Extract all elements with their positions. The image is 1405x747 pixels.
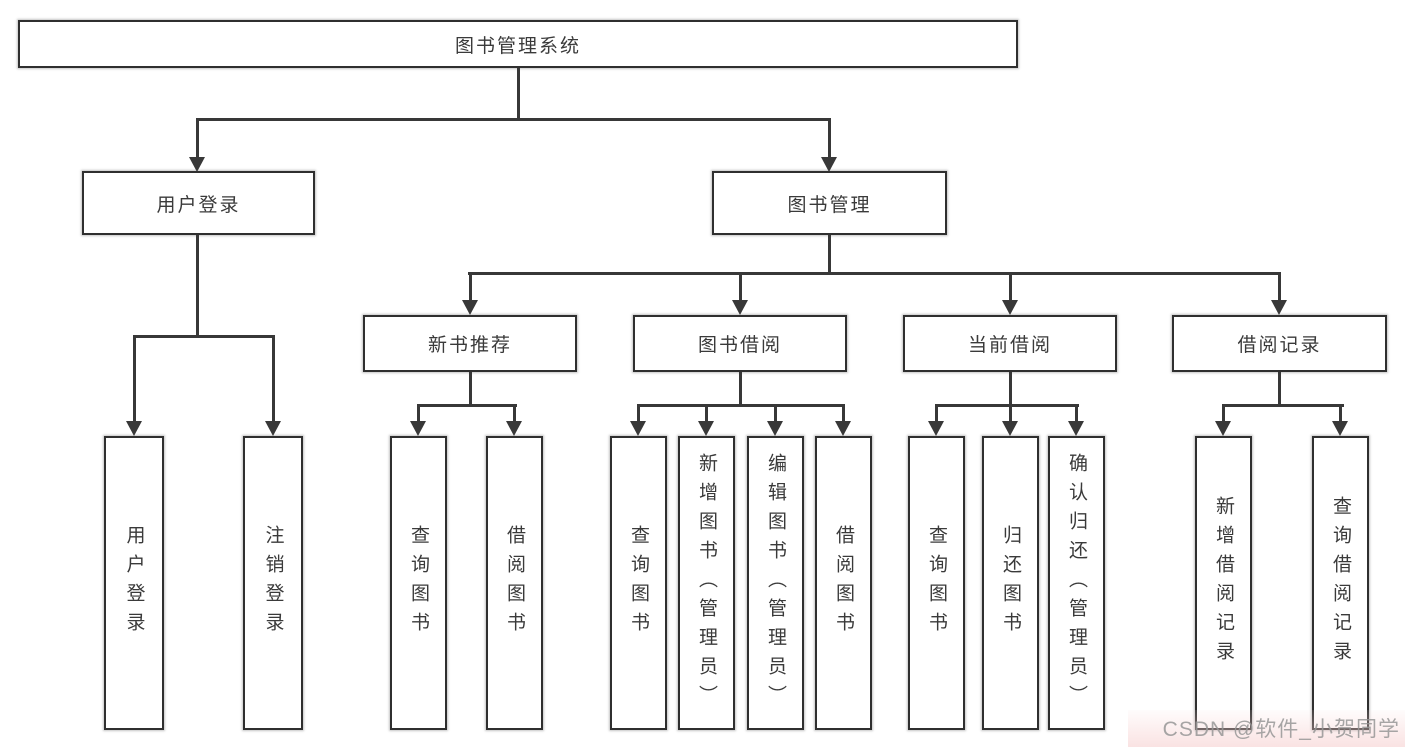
connector-drop: [705, 404, 708, 423]
arrow-down-icon: [265, 421, 281, 436]
arrow-down-icon: [462, 300, 478, 315]
connector-drop: [513, 404, 516, 423]
arrow-down-icon: [698, 421, 714, 436]
arrow-down-icon: [506, 421, 522, 436]
leaf-confirm-return-admin: 确认归还（管理员）: [1048, 436, 1105, 730]
leaf-add-borrow-record-label: 新增借阅记录: [1213, 496, 1234, 670]
leaf-add-borrow-record: 新增借阅记录: [1195, 436, 1252, 730]
arrow-down-icon: [767, 421, 783, 436]
connector-bus-book-borrow: [637, 404, 845, 407]
connector-drop: [417, 404, 420, 423]
leaf-recommend-borrow-books: 借阅图书: [486, 436, 543, 730]
connector-drop: [196, 118, 199, 160]
arrow-down-icon: [126, 421, 142, 436]
node-book-borrow: 图书借阅: [633, 315, 847, 372]
leaf-current-query-books: 查询图书: [908, 436, 965, 730]
leaf-borrow-books: 借阅图书: [815, 436, 872, 730]
connector-stem-root: [517, 68, 520, 121]
arrow-down-icon: [1002, 300, 1018, 315]
connector-stem-borrow-records: [1278, 372, 1281, 407]
node-book-management: 图书管理: [712, 171, 947, 235]
leaf-return-books-label: 归还图书: [1000, 525, 1021, 641]
leaf-return-books: 归还图书: [982, 436, 1039, 730]
connector-drop: [828, 118, 831, 160]
leaf-confirm-return-admin-label: 确认归还（管理员）: [1066, 452, 1087, 714]
connector-bus-level2: [196, 118, 831, 121]
connector-drop: [637, 404, 640, 423]
connector-drop: [1075, 404, 1078, 423]
connector-drop: [935, 404, 938, 423]
connector-drop: [1009, 272, 1012, 302]
node-new-book-recommend: 新书推荐: [363, 315, 577, 372]
watermark-highlight: [1128, 710, 1405, 747]
leaf-add-books-admin-label: 新增图书（管理员）: [696, 452, 717, 714]
leaf-query-borrow-record: 查询借阅记录: [1312, 436, 1369, 730]
connector-bus-current-borrow: [935, 404, 1079, 407]
leaf-current-query-books-label: 查询图书: [926, 525, 947, 641]
arrow-down-icon: [1215, 421, 1231, 436]
connector-bus-user-login: [133, 335, 275, 338]
leaf-borrow-query-books: 查询图书: [610, 436, 667, 730]
node-book-management-label: 图书管理: [787, 194, 872, 216]
node-library-system: 图书管理系统: [18, 20, 1018, 68]
leaf-logout: 注销登录: [243, 436, 303, 730]
connector-stem-user-login: [196, 235, 199, 338]
arrow-down-icon: [821, 157, 837, 172]
arrow-down-icon: [630, 421, 646, 436]
arrow-down-icon: [928, 421, 944, 436]
leaf-user-login-label: 用户登录: [123, 525, 145, 641]
arrow-down-icon: [732, 300, 748, 315]
node-borrow-records: 借阅记录: [1172, 315, 1387, 372]
connector-drop: [272, 335, 275, 423]
arrow-down-icon: [1068, 421, 1084, 436]
leaf-borrow-books-label: 借阅图书: [833, 525, 854, 641]
leaf-edit-books-admin: 编辑图书（管理员）: [747, 436, 804, 730]
connector-drop: [1339, 404, 1342, 423]
connector-bus-borrow-records: [1222, 404, 1344, 407]
arrow-down-icon: [1002, 421, 1018, 436]
node-borrow-records-label: 借阅记录: [1237, 335, 1322, 356]
leaf-recommend-borrow-books-label: 借阅图书: [504, 525, 525, 641]
connector-stem-book-management: [828, 235, 831, 275]
node-library-system-label: 图书管理系统: [454, 35, 581, 57]
watermark-text: CSDN @软件_小贺同学: [1162, 718, 1400, 741]
connector-drop: [133, 335, 136, 423]
node-book-borrow-label: 图书借阅: [697, 335, 782, 356]
leaf-add-books-admin: 新增图书（管理员）: [678, 436, 735, 730]
connector-bus-level3: [468, 272, 1281, 275]
leaf-recommend-query-books: 查询图书: [390, 436, 447, 730]
leaf-borrow-query-books-label: 查询图书: [628, 525, 649, 641]
connector-stem-current-borrow: [1009, 372, 1012, 407]
leaf-query-borrow-record-label: 查询借阅记录: [1330, 496, 1351, 670]
connector-stem-new-book: [469, 372, 472, 407]
leaf-user-login: 用户登录: [104, 436, 164, 730]
arrow-down-icon: [189, 157, 205, 172]
arrow-down-icon: [1332, 421, 1348, 436]
node-user-login: 用户登录: [82, 171, 315, 235]
connector-drop: [1009, 404, 1012, 423]
connector-drop: [774, 404, 777, 423]
node-new-book-recommend-label: 新书推荐: [427, 335, 512, 356]
connector-bus-new-book: [417, 404, 517, 407]
connector-drop: [739, 272, 742, 302]
connector-drop: [842, 404, 845, 423]
arrow-down-icon: [835, 421, 851, 436]
leaf-edit-books-admin-label: 编辑图书（管理员）: [765, 452, 786, 714]
connector-drop: [1278, 272, 1281, 302]
node-user-login-label: 用户登录: [156, 194, 241, 216]
connector-stem-book-borrow: [739, 372, 742, 407]
arrow-down-icon: [1271, 300, 1287, 315]
leaf-logout-label: 注销登录: [262, 525, 284, 641]
leaf-recommend-query-books-label: 查询图书: [408, 525, 429, 641]
node-current-borrow: 当前借阅: [903, 315, 1117, 372]
arrow-down-icon: [410, 421, 426, 436]
connector-drop: [469, 272, 472, 302]
connector-drop: [1222, 404, 1225, 423]
node-current-borrow-label: 当前借阅: [967, 335, 1052, 356]
